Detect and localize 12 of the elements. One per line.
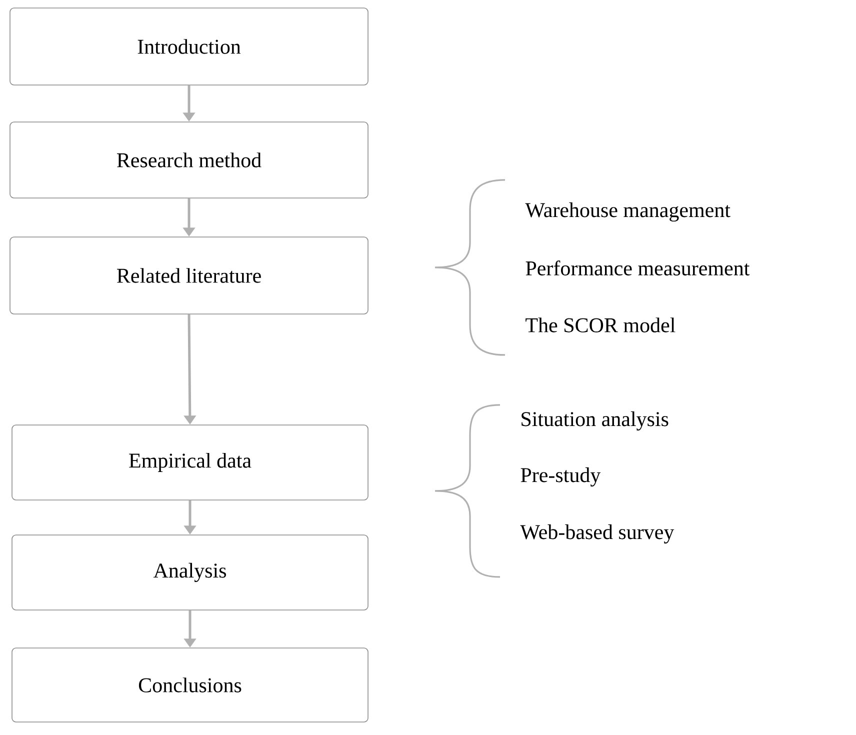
list-item: Performance measurement — [526, 260, 750, 276]
list-item: Web-based survey — [520, 524, 674, 544]
process-box: Conclusions — [12, 648, 368, 722]
list-item: Warehouse management — [525, 202, 730, 222]
process-box: Empirical data — [12, 424, 368, 500]
process-box: Research method — [10, 122, 368, 198]
list-item: Situation analysis — [522, 411, 668, 431]
list-item: Pre-study — [520, 467, 601, 487]
list-item: The SCOR model — [526, 318, 676, 332]
process-box: Introduction — [10, 8, 368, 86]
process-box: Analysis — [12, 534, 368, 610]
process-box: Related literature — [10, 236, 368, 314]
